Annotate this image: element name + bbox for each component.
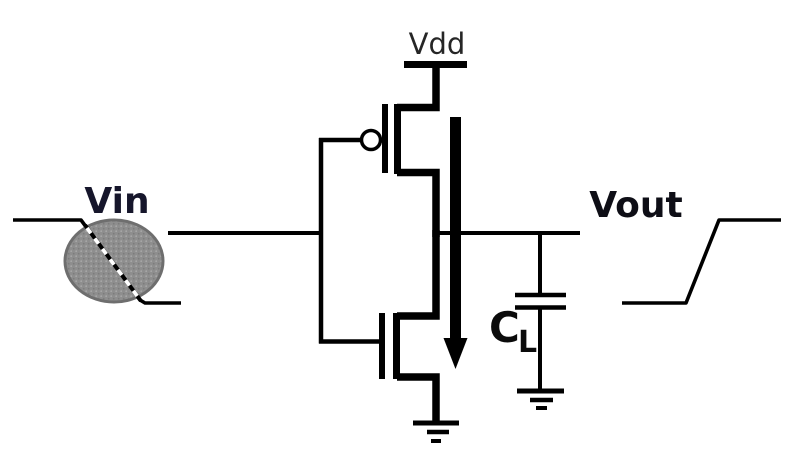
vin-label: Vin (84, 181, 149, 222)
vout-label: Vout (589, 185, 682, 226)
nmos-source-lead (397, 373, 440, 422)
ground-symbol-nmos (413, 420, 459, 443)
input-transition-dash (85, 226, 140, 299)
current-arrow (443, 117, 468, 369)
load-capacitor-label: C L (489, 303, 537, 360)
pmos-gate-bubble-icon (359, 128, 383, 152)
load-capacitor (515, 231, 566, 389)
nmos-transistor (379, 230, 440, 422)
pmos-transistor (359, 61, 440, 237)
input-falling-edge-waveform (13, 218, 181, 305)
vdd-label: Vdd (409, 27, 466, 61)
output-rising-edge-waveform (622, 218, 781, 305)
ground-symbol-capacitor (517, 388, 564, 410)
pmos-drain-lead (397, 168, 440, 237)
gate-net (318, 137, 379, 344)
capacitor-label-main: C (489, 303, 520, 352)
capacitor-label-subscript: L (518, 325, 537, 360)
current-arrow-head (443, 338, 468, 369)
nmos-drain-lead (397, 230, 440, 320)
pmos-source-lead (397, 61, 440, 112)
